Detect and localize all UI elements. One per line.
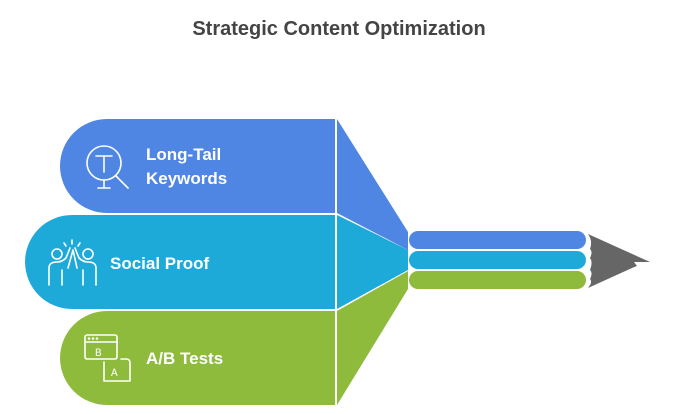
- band-shape: [60, 119, 335, 213]
- label-line2: Keywords: [146, 169, 227, 188]
- funnel-segment: [337, 271, 408, 405]
- funnel-segment: [337, 119, 408, 250]
- high-five-icon: [48, 239, 97, 286]
- funnel-segment: [337, 215, 408, 309]
- band-social-proof: Social Proof: [25, 215, 586, 309]
- diagram-title: Strategic Content Optimization: [192, 18, 486, 40]
- band-shape: [25, 215, 336, 309]
- icon-letter-a: A: [111, 368, 118, 380]
- label: A/B Tests: [146, 349, 223, 368]
- band-ab-tests: B A A/B Tests: [60, 271, 586, 405]
- keyword-search-icon: [86, 145, 129, 189]
- band-long-tail-keywords: Long-Tail Keywords: [60, 119, 586, 250]
- pencil-tip: [588, 234, 650, 288]
- label-line1: Long-Tail: [146, 145, 221, 164]
- label: Social Proof: [110, 254, 210, 273]
- pencil-stripe: [409, 271, 586, 289]
- pencil-stripe: [409, 231, 586, 249]
- icon-letter-b: B: [95, 348, 102, 360]
- pencil-stripe: [409, 251, 586, 269]
- ab-test-icon: [84, 334, 131, 382]
